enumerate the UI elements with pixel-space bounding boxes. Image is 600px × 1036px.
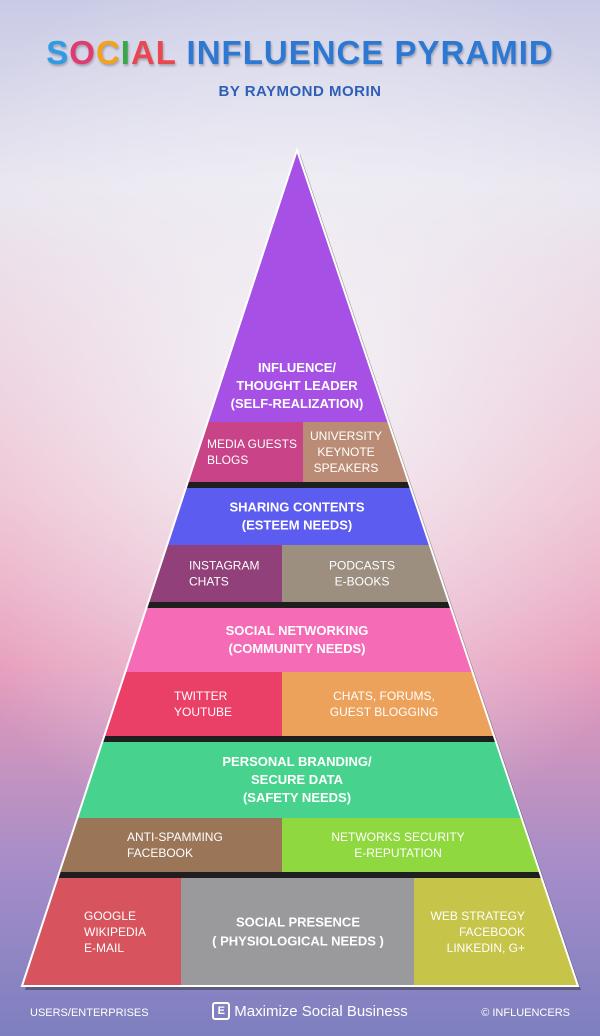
page-title: SOCIAL INFLUENCE PYRAMID: [0, 34, 600, 72]
level-3-title: SOCIAL NETWORKING(COMMUNITY NEEDS): [226, 623, 369, 656]
level-3-cell-right: [282, 672, 578, 736]
base-cell-center: [181, 878, 414, 986]
level-3-band: [22, 608, 578, 672]
footer-users-enterprises: USERS/ENTERPRISES: [30, 1007, 149, 1019]
level-4-title: PERSONAL BRANDING/SECURE DATA(SAFETY NEE…: [222, 754, 372, 805]
base-center-title: SOCIAL PRESENCE( PHYSIOLOGICAL NEEDS ): [212, 915, 384, 949]
level-3-cell-right-text: CHATS, FORUMS,GUEST BLOGGING: [330, 689, 438, 719]
page-subtitle: BY RAYMOND MORIN: [218, 83, 382, 100]
level-1-cell-left: [22, 422, 303, 482]
level-3-cell-left: [22, 672, 282, 736]
level-1-title: INFLUENCE/THOUGHT LEADER(SELF-REALIZATIO…: [231, 360, 364, 411]
level-2-band: [22, 488, 578, 545]
title-segment-0: S: [46, 34, 70, 71]
footer-brand[interactable]: E Maximize Social Business: [190, 1002, 430, 1020]
level-2-cell-left: [22, 545, 282, 602]
title-segment-4: AL: [130, 34, 177, 71]
level-3-separator: [22, 736, 578, 742]
level-4-cell-left: [22, 818, 282, 872]
title-segment-3: I: [120, 34, 131, 71]
level-4-separator: [22, 872, 578, 878]
level-4-cell-right: [282, 818, 578, 872]
level-1-separator: [22, 482, 578, 488]
footer-copyright: © INFLUENCERS: [481, 1007, 570, 1019]
footer-brand-label: Maximize Social Business: [234, 1002, 408, 1020]
title-segment-5: INFLUENCE PYRAMID: [176, 34, 554, 71]
level-2-separator: [22, 602, 578, 608]
title-segment-2: C: [95, 34, 121, 71]
level-4-band: [22, 742, 578, 818]
title-segment-1: O: [69, 34, 96, 71]
maximize-logo-icon: E: [212, 1002, 231, 1020]
level-2-title: SHARING CONTENTS(ESTEEM NEEDS): [229, 500, 364, 533]
